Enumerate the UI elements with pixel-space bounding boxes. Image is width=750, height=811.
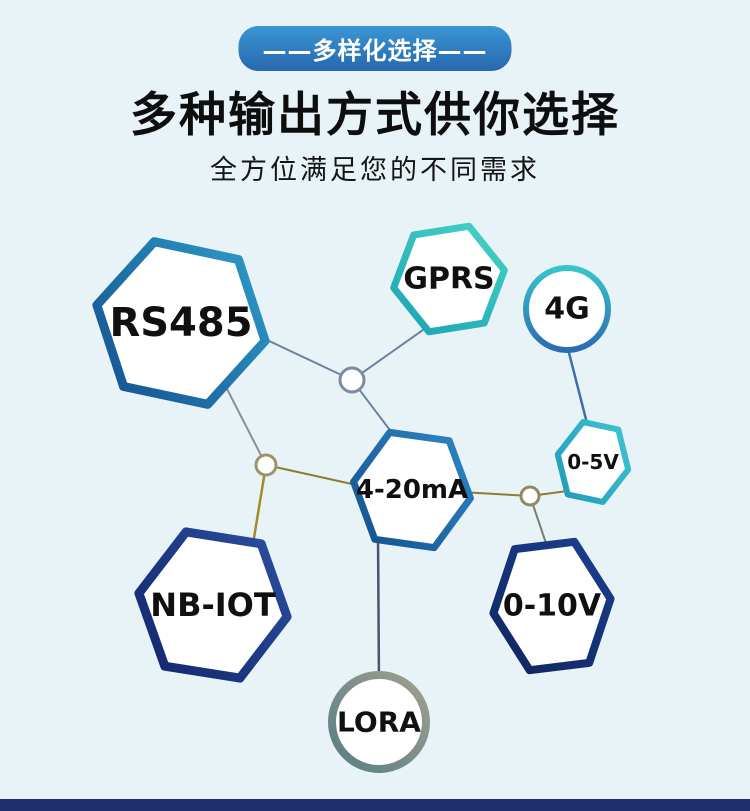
node-nbiot-label: NB-IOT [150, 586, 276, 624]
page-subtitle: 全方位满足您的不同需求 [210, 155, 540, 186]
node-gprs-shape [390, 222, 508, 336]
hub-circle-1 [338, 366, 366, 394]
node-05v-shape [554, 419, 632, 505]
node-05v-label: 0-5V [567, 450, 619, 474]
section-ribbon: ——多样化选择—— [238, 26, 512, 71]
edge-420ma-lora [376, 534, 381, 686]
node-420ma-label: 4-20mA [355, 475, 469, 505]
node-010v-label: 0-10V [502, 588, 602, 624]
node-420ma-shape [350, 428, 474, 552]
hub-circle-2 [254, 453, 278, 477]
node-010v-shape [489, 537, 615, 675]
node-nbiot-shape [134, 527, 292, 683]
edge-rs485-hub2 [224, 384, 267, 466]
node-lora-label: LORA [337, 705, 421, 739]
node-4g-label: 4G [544, 291, 590, 327]
node-rs485-shape [92, 237, 270, 409]
node-rs485-label: RS485 [109, 300, 253, 346]
footer-bar [0, 799, 750, 811]
section-ribbon-label: ——多样化选择—— [262, 37, 488, 65]
node-gprs-label: GPRS [403, 261, 495, 297]
edge-hub2-nbiot [250, 464, 268, 551]
node-lora-shape [328, 671, 430, 773]
page-title: 多种输出方式供你选择 [130, 88, 620, 143]
node-4g-shape [523, 265, 611, 353]
hub-circle-3 [519, 485, 541, 507]
